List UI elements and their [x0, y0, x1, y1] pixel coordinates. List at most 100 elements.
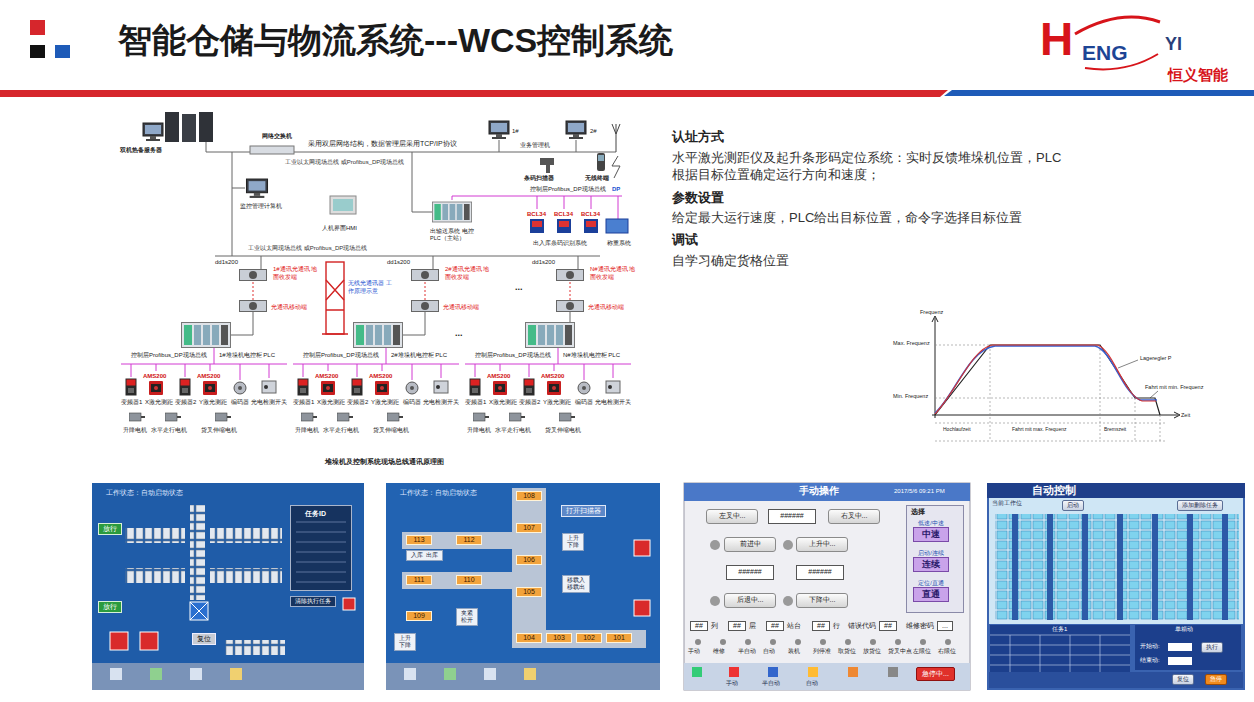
hmi-screen-1-part: [210, 568, 282, 583]
text-label: Hochlaufzeit: [943, 426, 971, 432]
wireless-terminal-icon-part: [598, 155, 604, 161]
select-group: 选择低速/中速中速启动/连续连续定位/直通直通: [906, 505, 964, 613]
stacker-control-group-part: [149, 381, 163, 395]
hmi-screen-4-part: [1117, 514, 1123, 620]
hmi-screen-4-part: [995, 514, 1239, 620]
speed-profile-chart: [932, 316, 1180, 441]
text-label: 2#堆垛机电控柜 PLC: [391, 352, 447, 359]
text-label: 控制层Profibus_DP现场总线: [131, 352, 207, 359]
text-label: BCL34: [527, 211, 546, 218]
stacker-control-group-part: [293, 348, 459, 380]
hmi-screen-1-part: [296, 522, 346, 582]
text-label: 水平走行电机: [151, 427, 187, 434]
screen-text: 中速: [913, 527, 949, 541]
text-label: ...: [455, 328, 463, 339]
screen-text: 定位/直通: [918, 580, 944, 586]
text-label: 右限位: [938, 648, 956, 655]
hmi-screen-3-part: [808, 667, 818, 677]
wireless-terminal-icon: [597, 153, 605, 171]
weighing-icon: [606, 219, 628, 233]
barcode-scanner-icon-part: [540, 158, 554, 165]
text-label: AMS200: [315, 373, 338, 380]
screen-button: 移载入移载出: [562, 575, 590, 593]
text-label: 半自动: [738, 648, 756, 655]
text-label: 网络交换机: [262, 133, 292, 140]
screen-button: 打开扫描器: [561, 505, 606, 517]
stacker-control-group-part: [434, 381, 448, 393]
hmi-screen-1-part: [290, 505, 352, 591]
hmi-screen-4-part: [987, 483, 1245, 690]
profibus-wire: [452, 196, 622, 219]
screen-text: 108: [523, 492, 535, 500]
hmi-screen-2-part: [386, 663, 660, 690]
value-field: ##层: [728, 621, 756, 631]
screen-button: 入库出库: [406, 550, 443, 561]
hmi-screen-2-part: [404, 668, 416, 680]
text-label: 半自动: [762, 680, 780, 687]
text-label: 升降电机: [123, 427, 147, 434]
screen-button: 前进中: [724, 537, 776, 552]
screen-button: 启动: [1062, 500, 1084, 511]
network-diagram-part: [566, 121, 586, 139]
text-label: 变频器1: [465, 399, 486, 406]
text-label: 参数设置: [672, 190, 724, 206]
optical-link-part: [240, 301, 267, 312]
text-label: 2#: [590, 128, 597, 135]
header-decoration-part: [30, 20, 45, 35]
hmi-screen-1-part: [125, 568, 185, 583]
text-label: Lageregler P: [1140, 355, 1172, 362]
text-label: DP: [612, 186, 620, 193]
speed-profile-chart-part: [935, 345, 1156, 414]
hmi-screen-3: [684, 483, 970, 690]
hmi-screen-4-part: [1012, 514, 1018, 620]
bin-cell: 103: [546, 633, 572, 643]
screen-text: 112: [463, 536, 474, 544]
stacker-control-group-part: [321, 381, 335, 395]
screen-text: 入库: [411, 552, 423, 559]
optical-link: [412, 270, 439, 312]
stacker-control-group-part: [578, 382, 590, 394]
hmi-screen-2: [386, 483, 660, 690]
text-label: 工业以太网现场总线 或Profibus_DP现场总线: [248, 245, 367, 252]
header-decoration-part: [1075, 17, 1160, 34]
optical-link-part: [557, 270, 584, 281]
screen-text: 启动/连续: [918, 550, 944, 556]
bin-cell: 106: [516, 555, 542, 565]
text-label: Frequenz: [920, 309, 943, 316]
server-icon-part: [182, 114, 196, 142]
screen-text: ##: [728, 621, 746, 631]
screen-text: 移载入: [567, 577, 585, 584]
text-label: 变频器2: [519, 399, 540, 406]
screen-button: 复位: [1172, 674, 1194, 685]
screen-text: 急停: [1210, 676, 1222, 683]
stacker-control-group-part: [559, 413, 575, 421]
text-label: ...: [515, 282, 523, 293]
stacker-control-group-part: [215, 413, 231, 421]
speed-button: 低速/中速中速: [913, 520, 949, 542]
stacker-control-group-part: [165, 413, 181, 421]
text-label: AMS200: [197, 373, 220, 380]
stacker-control-group: [293, 323, 459, 422]
hmi-screen-4-part: [1168, 643, 1192, 651]
text-label: 结束动:: [1140, 657, 1160, 664]
network-diagram-part: [584, 219, 598, 233]
screen-text: 102: [583, 634, 595, 642]
text-label: 手动: [688, 648, 700, 655]
screen-button: 左叉中...: [706, 509, 758, 524]
text-label: AMS200: [143, 373, 166, 380]
server-icon: [143, 112, 213, 142]
text-label: Fahrt mit min. Frequenz: [1145, 384, 1203, 391]
stacker-control-group-part: [406, 382, 418, 394]
text-label: 水平激光测距仪及起升条形码定位系统：实时反馈堆垛机位置，PLC根据目标位置确定运…: [672, 150, 1067, 184]
server-icon-part: [165, 112, 179, 142]
screen-button: 执行: [1201, 642, 1223, 653]
speed-profile-chart-part: [1118, 360, 1158, 398]
screen-text: 执行: [1206, 644, 1218, 651]
hmi-screen-3-part: [745, 639, 751, 645]
antenna-icon: [612, 124, 620, 152]
stacker-control-group-part: [301, 413, 317, 421]
hmi-screen-4-part: [987, 483, 1245, 498]
hmi-screen-2-part: [512, 488, 546, 643]
text-label: 水平走行电机: [323, 427, 359, 434]
